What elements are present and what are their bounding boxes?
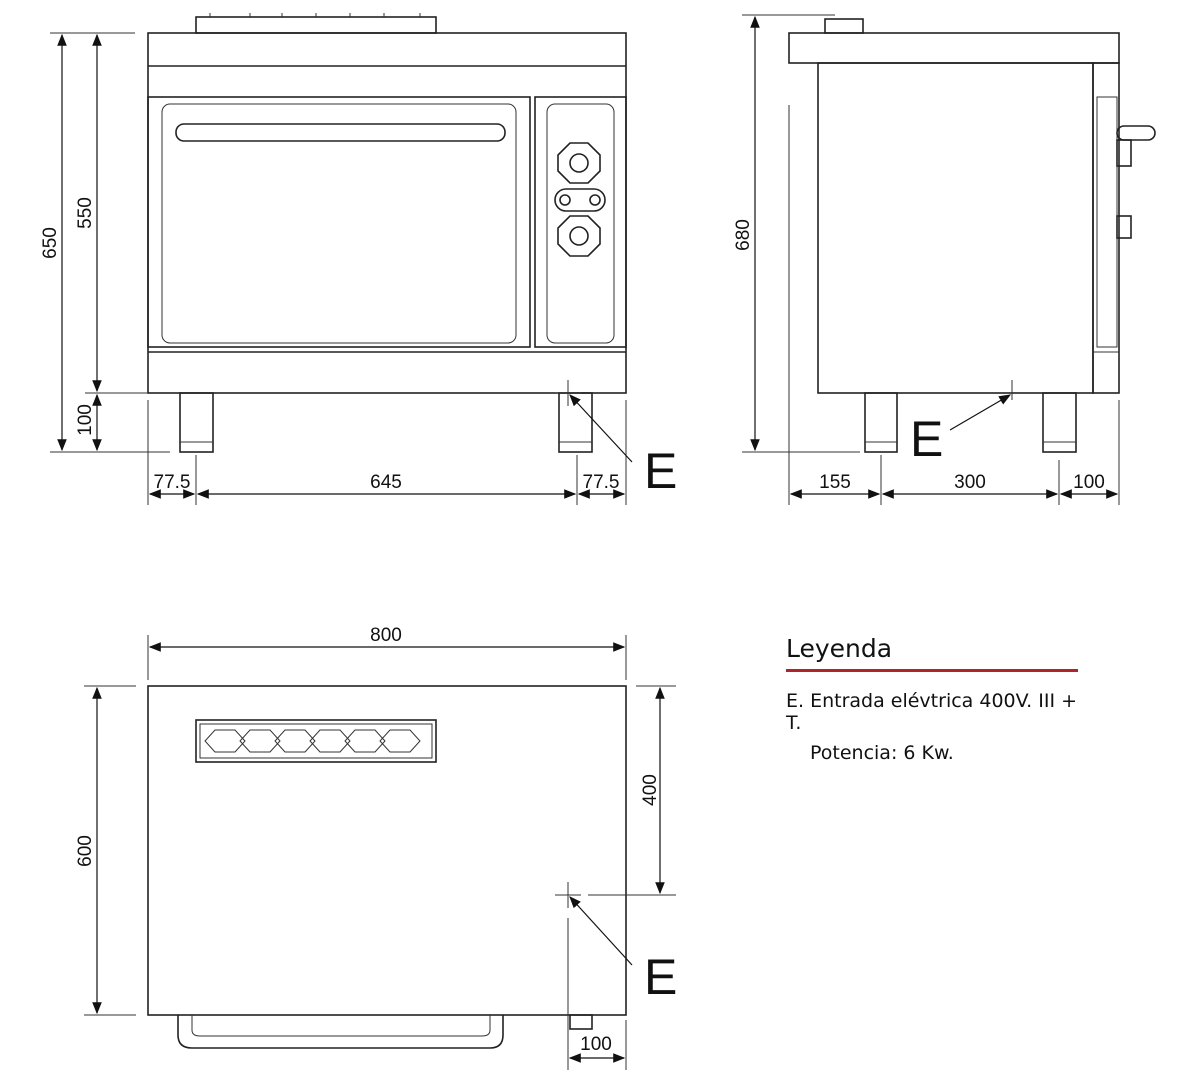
dim-650: 650 bbox=[40, 227, 61, 259]
leg bbox=[558, 392, 593, 453]
legend: Leyenda E. Entrada elévtrica 400V. III +… bbox=[786, 634, 1078, 764]
side-knob bbox=[1116, 125, 1156, 141]
dim-400: 400 bbox=[640, 774, 661, 806]
dim-300: 300 bbox=[954, 472, 986, 493]
legend-title: Leyenda bbox=[786, 634, 1078, 672]
top-handle bbox=[177, 1015, 504, 1049]
leg bbox=[1042, 392, 1077, 453]
burner-strip bbox=[195, 719, 437, 763]
label-e: E bbox=[910, 411, 943, 467]
dim-100-top: 100 bbox=[580, 1034, 612, 1055]
oven-handle bbox=[175, 123, 506, 142]
burner-icons bbox=[204, 729, 421, 753]
dim-100-side: 100 bbox=[1073, 472, 1105, 493]
leg bbox=[179, 392, 214, 453]
front-view: 650 550 100 77.5 645 77.5 E bbox=[40, 13, 677, 505]
leg bbox=[864, 392, 898, 453]
side-top bbox=[788, 32, 1120, 64]
cooktop-hob bbox=[195, 16, 437, 34]
dim-800: 800 bbox=[370, 625, 402, 646]
dim-100: 100 bbox=[75, 404, 96, 436]
legend-item-e: E. Entrada elévtrica 400V. III + T. bbox=[786, 690, 1078, 734]
dim-550: 550 bbox=[75, 197, 96, 229]
dim-77-5-right: 77.5 bbox=[583, 472, 620, 493]
side-view: 680 155 300 100 E bbox=[733, 14, 1156, 505]
dim-680: 680 bbox=[733, 219, 754, 251]
label-e: E bbox=[644, 949, 677, 1005]
side-body bbox=[817, 62, 1094, 394]
knob-icon bbox=[557, 215, 601, 257]
top-body bbox=[147, 685, 627, 1016]
dim-77-5-left: 77.5 bbox=[154, 472, 191, 493]
label-e: E bbox=[644, 443, 677, 499]
top-view: 800 600 400 100 E bbox=[75, 625, 677, 1070]
control-panel bbox=[534, 96, 627, 348]
legend-power: Potencia: 6 Kw. bbox=[810, 742, 954, 764]
oven-door bbox=[147, 96, 531, 348]
dim-645: 645 bbox=[370, 472, 402, 493]
dim-600: 600 bbox=[75, 835, 96, 867]
dim-155: 155 bbox=[819, 472, 851, 493]
knob-icon bbox=[557, 142, 601, 184]
front-body bbox=[147, 32, 627, 394]
